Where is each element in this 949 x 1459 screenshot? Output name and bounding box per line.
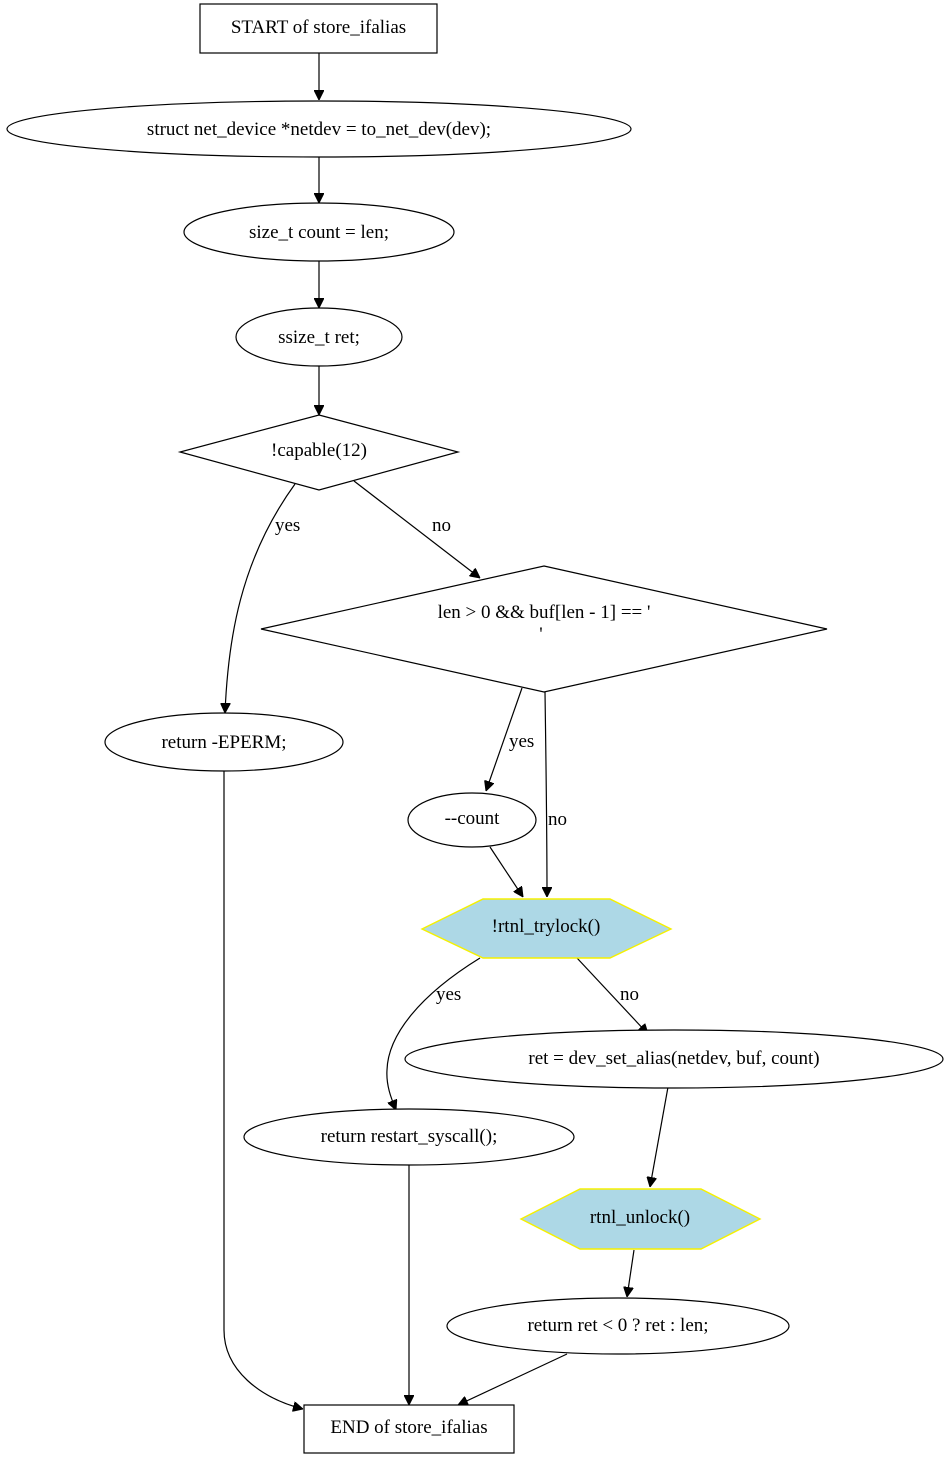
edge-labels: yes no yes no yes no xyxy=(275,515,639,1005)
node-restart: return restart_syscall(); xyxy=(243,1108,575,1166)
node-unlock-hex: rtnl_unlock() xyxy=(519,1188,762,1250)
node-return-ret-label: return ret < 0 ? ret : len; xyxy=(527,1315,708,1336)
edge-alias-to-unlock xyxy=(650,1086,669,1187)
label-capable-yes: yes xyxy=(275,515,300,536)
node-ret-decl-label: ssize_t ret; xyxy=(278,327,360,348)
edges xyxy=(223,53,669,1409)
node-end-label: END of store_ifalias xyxy=(330,1417,487,1438)
node-netdev-label: struct net_device *netdev = to_net_dev(d… xyxy=(147,119,491,140)
label-trylock-no: no xyxy=(620,984,639,1005)
node-start-label: START of store_ifalias xyxy=(231,17,406,38)
node-return-ret: return ret < 0 ? ret : len; xyxy=(446,1297,790,1355)
node-ret-decl: ssize_t ret; xyxy=(235,307,403,367)
edge-capable-no xyxy=(353,480,480,578)
node-count-decl-label: size_t count = len; xyxy=(249,222,389,243)
node-set-alias-label: ret = dev_set_alias(netdev, buf, count) xyxy=(528,1048,819,1069)
node-len-check-label-line1: len > 0 && buf[len - 1] == ' xyxy=(438,602,651,623)
edge-trylock-yes xyxy=(386,957,481,1110)
edge-trylock-no xyxy=(576,957,648,1034)
label-len-yes: yes xyxy=(509,731,534,752)
label-trylock-yes: yes xyxy=(436,984,461,1005)
node-trylock-hex: !rtnl_trylock() xyxy=(420,898,673,959)
edge-count-to-trylock xyxy=(489,846,523,897)
node-dec-count: --count xyxy=(407,792,537,848)
node-dec-count-label: --count xyxy=(445,808,501,829)
node-capable-decision: !capable(12) xyxy=(177,414,461,491)
node-unlock-label: rtnl_unlock() xyxy=(590,1207,690,1228)
node-len-check-decision: len > 0 && buf[len - 1] == ' ' xyxy=(260,565,828,693)
edge-len-no xyxy=(545,691,547,897)
edge-eperm-to-end xyxy=(223,771,303,1409)
label-len-no: no xyxy=(548,809,567,830)
label-capable-no: no xyxy=(432,515,451,536)
node-start: START of store_ifalias xyxy=(199,3,438,54)
edge-unlock-to-return xyxy=(627,1249,635,1297)
node-netdev: struct net_device *netdev = to_net_dev(d… xyxy=(6,100,632,158)
edge-return-to-end xyxy=(458,1353,568,1405)
node-len-check-label-line2: ' xyxy=(539,624,542,645)
edge-capable-yes xyxy=(225,483,296,713)
node-count-decl: size_t count = len; xyxy=(183,202,455,262)
node-trylock-label: !rtnl_trylock() xyxy=(492,916,601,937)
node-end: END of store_ifalias xyxy=(303,1404,515,1454)
node-restart-label: return restart_syscall(); xyxy=(321,1126,498,1147)
node-eperm: return -EPERM; xyxy=(104,712,344,772)
node-capable-label: !capable(12) xyxy=(271,440,367,461)
edge-len-yes xyxy=(486,687,523,791)
node-eperm-label: return -EPERM; xyxy=(161,732,286,753)
node-set-alias: ret = dev_set_alias(netdev, buf, count) xyxy=(404,1029,944,1089)
